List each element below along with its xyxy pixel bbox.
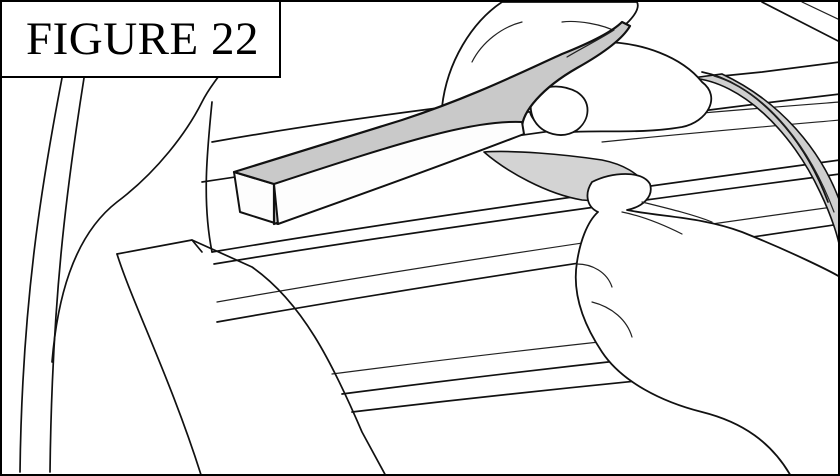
figure-label: FIGURE 22	[26, 12, 259, 65]
figure-label-box: FIGURE 22	[2, 2, 281, 78]
foreground-trim-block	[116, 239, 386, 474]
lower-hand	[574, 173, 838, 474]
door-seal	[691, 2, 838, 244]
adhesive-tape-strip	[232, 20, 632, 226]
